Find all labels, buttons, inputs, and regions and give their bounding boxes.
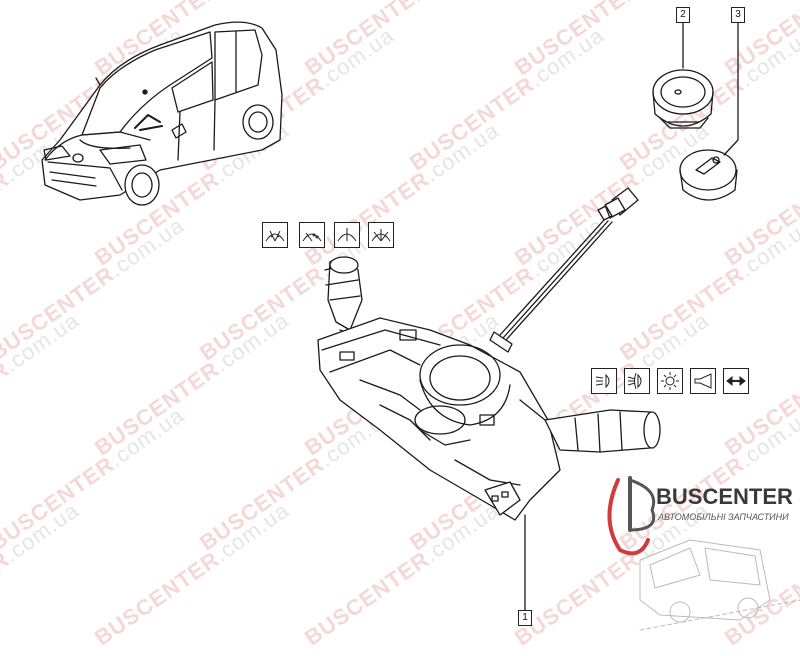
cable-harness [489, 187, 639, 353]
wiper-continuous-icon [368, 222, 394, 248]
car-illustration [41, 21, 283, 206]
part-2-ring [652, 21, 714, 129]
callout-1: 1 [518, 610, 532, 626]
fog-light-icon [624, 368, 650, 394]
horn-icon [690, 368, 716, 394]
wiper-intermittent-icon [262, 222, 288, 248]
wiper-single-icon [334, 222, 360, 248]
hazard-light-icon [657, 368, 683, 394]
logo-tagline: АВТОМОБІЛЬНІ ЗАПЧАСТИНИ [658, 512, 789, 522]
logo-name: BUSCENTER [656, 484, 793, 509]
callout-2: 2 [676, 7, 690, 23]
low-beam-icon [591, 368, 617, 394]
wiper-washer-icon [299, 222, 325, 248]
part-3-cap [679, 21, 739, 201]
callout-3: 3 [731, 7, 745, 23]
logo-graphic [607, 476, 800, 631]
direction-arrows-icon [723, 368, 749, 394]
part-1-stalk-switch [317, 256, 661, 611]
